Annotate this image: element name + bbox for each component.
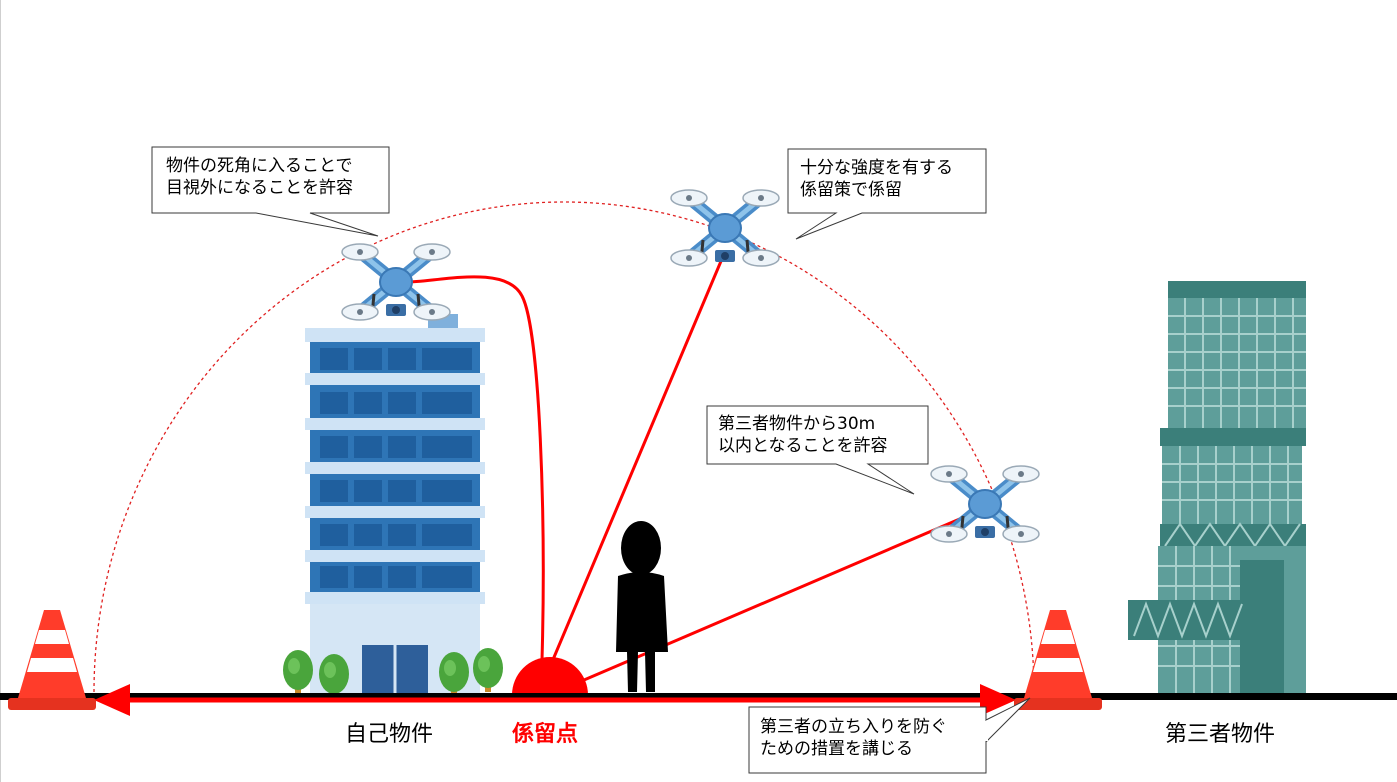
own-property-label: 自己物件 bbox=[345, 722, 434, 747]
own-building-icon bbox=[305, 314, 485, 693]
callout-third-party-line-1: 第三者物件から30m bbox=[718, 414, 876, 434]
callout-tether: 十分な強度を有する 係留策で係留 bbox=[800, 157, 953, 201]
callout-shapes bbox=[151, 146, 1031, 774]
restricted-zone-arrow bbox=[94, 684, 1016, 716]
callout-tether-line-2: 係留策で係留 bbox=[800, 180, 902, 200]
callout-tether-line-1: 十分な強度を有する bbox=[800, 158, 953, 178]
third-party-building-icon bbox=[1128, 281, 1306, 698]
tether-point-marker bbox=[512, 657, 588, 695]
tether-point-label: 係留点 bbox=[512, 722, 579, 747]
tether-lines bbox=[401, 253, 963, 682]
callout-entry-prevention-line-1: 第三者の立ち入りを防ぐ bbox=[760, 717, 947, 737]
callout-third-party-line-2: 以内となることを許容 bbox=[718, 436, 888, 456]
callout-entry-prevention-line-2: ための措置を講じる bbox=[760, 739, 913, 759]
callout-third-party: 第三者物件から30m 以内となることを許容 bbox=[718, 413, 888, 457]
callout-entry-prevention: 第三者の立ち入りを防ぐ ための措置を講じる bbox=[760, 716, 947, 760]
third-party-property-label: 第三者物件 bbox=[1165, 722, 1276, 747]
callout-blind-spot-line-2: 目視外になることを許容 bbox=[166, 178, 353, 198]
callout-blind-spot: 物件の死角に入ることで 目視外になることを許容 bbox=[166, 155, 353, 199]
person-icon bbox=[616, 521, 668, 692]
ground-line bbox=[0, 693, 1397, 700]
callout-blind-spot-line-1: 物件の死角に入ることで bbox=[166, 156, 353, 176]
